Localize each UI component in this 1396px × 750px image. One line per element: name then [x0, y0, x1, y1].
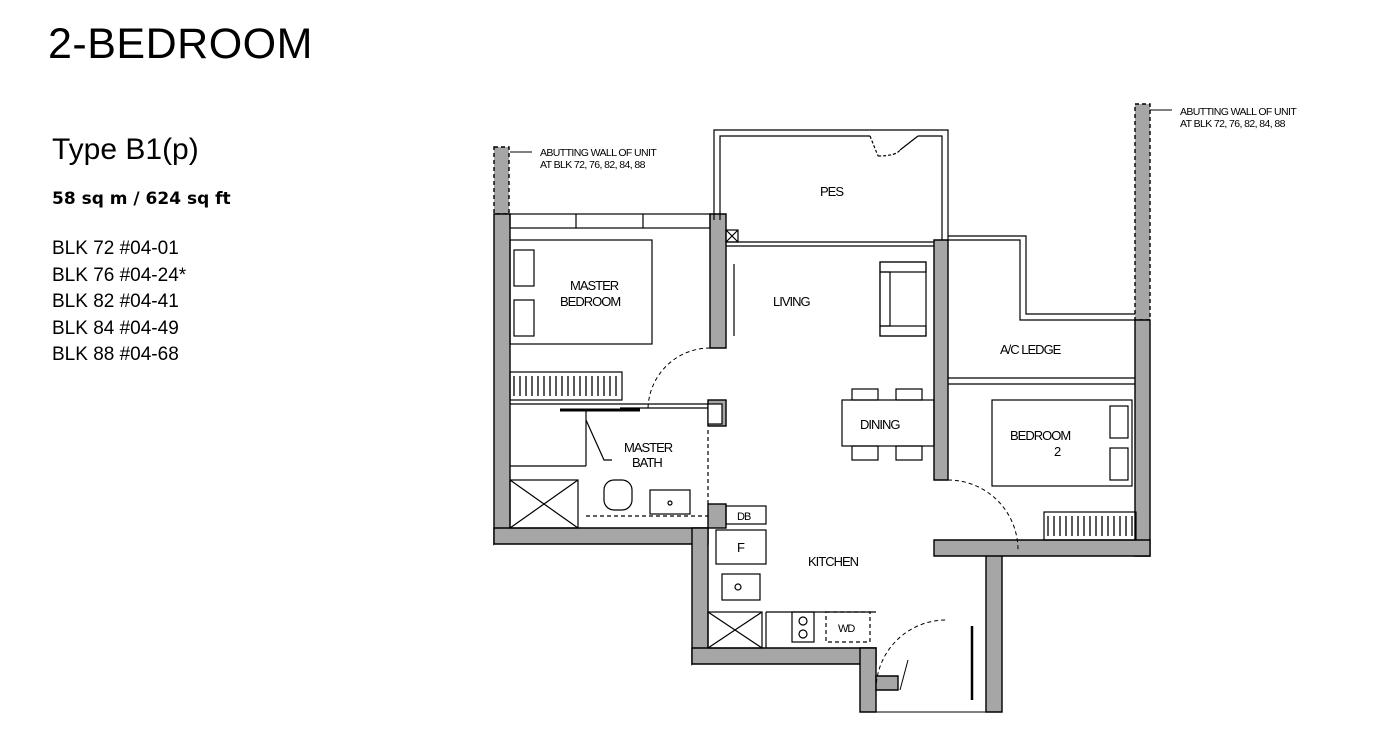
label-fridge: F — [737, 540, 745, 555]
basin — [649, 489, 691, 515]
bedroom2-bed — [991, 399, 1133, 487]
unit-list-item: BLK 82 #04-41 — [52, 291, 179, 312]
wall-kitchen-right — [985, 547, 1003, 713]
wall-kitchen-bottom — [691, 647, 877, 665]
wall-left — [493, 213, 511, 546]
label-ac-ledge: A/C LEDGE — [1000, 342, 1062, 357]
walls — [493, 103, 1151, 713]
abutting-wall-left — [493, 146, 510, 215]
label-master-bath-2: BATH — [632, 455, 662, 470]
abutting-right-line2: AT BLK 72, 76, 82, 84, 88 — [1180, 118, 1286, 130]
wall-entry-stub — [875, 675, 899, 691]
master-wardrobe — [509, 371, 623, 401]
label-wd: WD — [838, 623, 855, 635]
abutting-left-line1: ABUTTING WALL OF UNIT — [540, 147, 657, 159]
label-pes: PES — [820, 184, 844, 199]
master-bed — [509, 239, 653, 345]
unit-area: 58 sq m / 624 sq ft — [52, 189, 231, 209]
label-living: LIVING — [773, 294, 811, 309]
label-db: DB — [737, 511, 751, 523]
abutting-right-line1: ABUTTING WALL OF UNIT — [1180, 106, 1297, 118]
label-dining: DINING — [860, 417, 900, 432]
wall-bottom-right — [933, 539, 1151, 557]
wall-entry-left — [859, 647, 877, 713]
unit-list-item: BLK 76 #04-24* — [52, 264, 187, 286]
wall-bottom-left — [493, 527, 709, 545]
label-bedroom2-2: 2 — [1054, 444, 1061, 459]
abutting-left-line2: AT BLK 72, 76, 82, 84, 88 — [540, 159, 646, 171]
furniture — [509, 239, 1137, 700]
abutting-wall-right — [1134, 103, 1151, 321]
wall-db — [707, 503, 727, 529]
unit-list-item: BLK 72 #04-01 — [52, 238, 179, 259]
label-kitchen: KITCHEN — [808, 554, 859, 569]
label-master-bedroom-2: BEDROOM — [560, 294, 620, 309]
abutting-labels: ABUTTING WALL OF UNIT AT BLK 72, 76, 82,… — [510, 106, 1298, 171]
shower-service — [707, 611, 763, 649]
dining-table — [841, 399, 935, 447]
wall-partition — [933, 239, 949, 481]
wall-right — [1134, 319, 1151, 557]
page-title: 2-BEDROOM — [48, 20, 313, 68]
wardrobe-hatching — [513, 376, 1133, 536]
db-box — [725, 505, 767, 525]
unit-list: BLK 72 #04-01 BLK 76 #04-24* BLK 82 #04-… — [52, 236, 186, 369]
unit-type: Type B1(p) — [52, 133, 199, 166]
unit-list-item: BLK 88 #04-68 — [52, 344, 179, 365]
kitchen-sink — [721, 573, 761, 601]
shower-master — [509, 479, 579, 529]
room-labels: PES MASTER BEDROOM LIVING A/C LEDGE DINI… — [560, 184, 1071, 635]
master-bedroom-window — [509, 213, 711, 229]
fridge — [715, 529, 767, 565]
wall-master — [709, 213, 727, 349]
sofa — [879, 261, 927, 337]
label-master-bath-1: MASTER — [624, 440, 673, 455]
ac-ledge-outline — [948, 235, 1135, 385]
unit-list-item: BLK 84 #04-49 — [52, 317, 179, 339]
pes-enclosure — [713, 129, 949, 247]
door-swings — [647, 347, 1019, 691]
label-master-bedroom-1: MASTER — [570, 278, 619, 293]
bedroom2-wardrobe — [1043, 511, 1137, 541]
toilet — [603, 479, 633, 511]
label-bedroom2-1: BEDROOM — [1010, 428, 1070, 443]
wall-kitchen-left — [691, 527, 709, 666]
